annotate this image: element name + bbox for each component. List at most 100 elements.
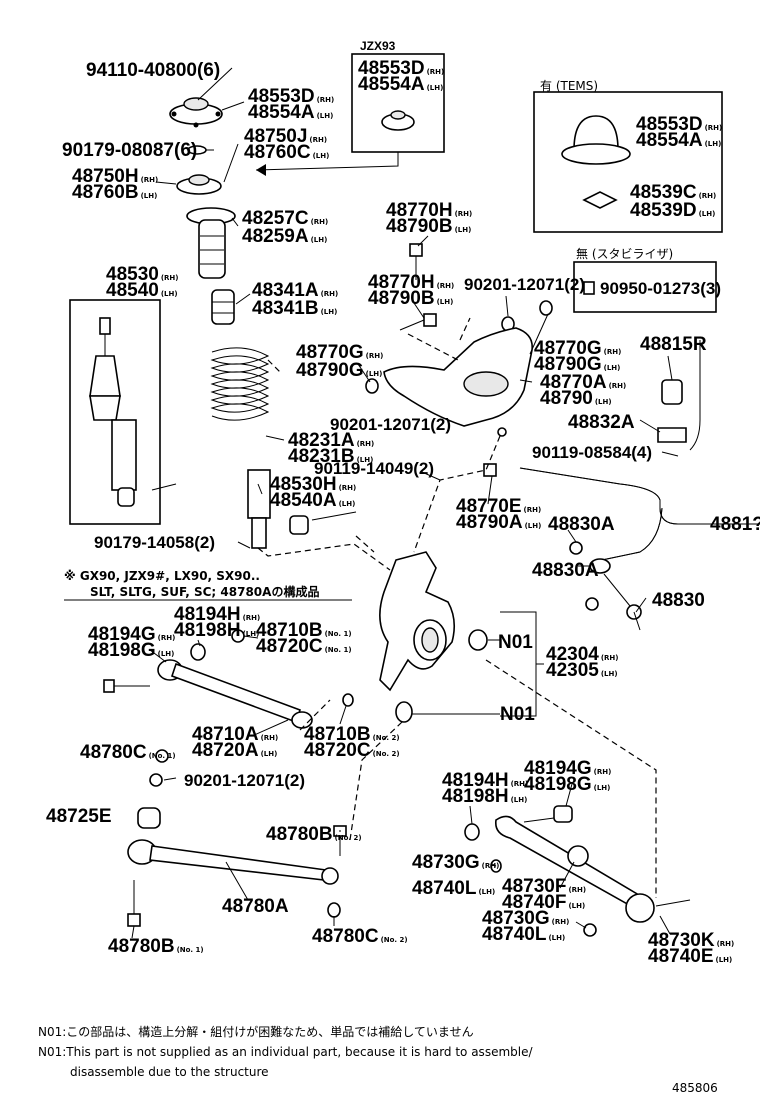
label-tems: 有 (TEMS) xyxy=(540,79,598,93)
rear-arm-bolt-2-part xyxy=(655,899,691,907)
lower-arm-no2-part xyxy=(494,815,655,923)
strut-rod-part xyxy=(127,839,339,885)
label-48554a-jzx: 48554A(LH) xyxy=(358,74,443,95)
upper-arm-bolt-upper xyxy=(409,243,423,280)
label-90201-12071-b: 90201-12071(2) xyxy=(330,415,451,434)
label-48231a: 48231A(RH) xyxy=(288,430,374,451)
label-48341b: 48341B(LH) xyxy=(252,298,337,319)
lower-arm-nut-2 xyxy=(342,693,354,707)
label-48760c: 48760C(LH) xyxy=(244,142,329,163)
label-48710b-no1: 48710B(No. 1) xyxy=(256,620,352,641)
label-48730f: 48730F(RH) xyxy=(502,876,586,897)
no-stab-bolt-part xyxy=(583,281,595,295)
stabilizer-bushing-part xyxy=(661,379,683,405)
steering-knuckle-part xyxy=(379,551,456,692)
assembly-dashed-lines xyxy=(257,317,657,898)
label-48815r: 48815R xyxy=(640,334,707,355)
label-48553d-a: 48553D(RH) xyxy=(248,86,334,107)
label-90179-08087-6: 90179-08087(6) xyxy=(62,140,197,161)
svg-text:SLT, SLTG, SUF, SC; 48780Aの構成品: SLT, SLTG, SUF, SC; 48780Aの構成品 xyxy=(90,584,319,599)
inset-arrow xyxy=(255,152,399,171)
ball-joint-nut-part xyxy=(483,463,497,477)
label-90950-01273-3: 90950-01273(3) xyxy=(600,279,721,298)
strut-bushing-part xyxy=(289,515,309,535)
label-48194g-b: 48194G(RH) xyxy=(524,758,611,779)
label-48770e: 48770E(RH) xyxy=(456,496,541,517)
tems-bracket-part xyxy=(582,191,618,209)
label-48257c: 48257C(RH) xyxy=(242,208,328,229)
label-48730g-b: 48730G(RH) xyxy=(482,908,569,929)
label-90119-14049-2: 90119-14049(2) xyxy=(314,459,434,478)
label-48341a: 48341A(RH) xyxy=(252,280,338,301)
label-48530h: 48530H(RH) xyxy=(270,474,356,495)
label-94110-40800-6: 94110-40800(6) xyxy=(86,60,220,81)
label-48760b: 48760B(LH) xyxy=(72,182,157,203)
label-48720a: 48720A(LH) xyxy=(192,740,277,761)
link-nut-2 xyxy=(585,597,599,611)
label-48830a-b: 48830A xyxy=(532,560,599,581)
label-48194h-a: 48194H(RH) xyxy=(174,604,260,625)
label-48720c-no1: 48720C(No. 1) xyxy=(256,636,352,657)
footnote-jp: N01:この部品は、構造上分解・組付けが困難なため、単品では補給していません xyxy=(38,1024,474,1039)
label-48554a-tems: 48554A(LH) xyxy=(636,130,721,151)
label-48730k: 48730K(RH) xyxy=(648,930,734,951)
label-48710a: 48710A(RH) xyxy=(192,724,278,745)
label-48740l-b: 48740L(LH) xyxy=(482,924,565,945)
upper-arm-bolt-lower xyxy=(399,313,437,331)
part-number-labels: 94110-40800(6) 48553D(RH) 48554A(LH) 901… xyxy=(46,39,760,967)
label-48750j: 48750J(RH) xyxy=(244,126,327,147)
spring-insulator-part xyxy=(186,207,236,279)
upper-control-arm-part xyxy=(383,327,533,437)
label-48830a-a: 48830A xyxy=(548,514,615,535)
label-48790a: 48790A(LH) xyxy=(456,512,541,533)
label-jzx93: JZX93 xyxy=(360,39,396,53)
label-48198h-b: 48198H(LH) xyxy=(442,786,527,807)
label-48198h-a: 48198H(LH) xyxy=(174,620,259,641)
label-48720c-no2: 48720C(No. 2) xyxy=(304,740,400,761)
knuckle-bushing-n01-upper xyxy=(468,629,488,651)
label-48780c-no1: 48780C(No. 1) xyxy=(80,742,176,763)
label-48770a: 48770A(RH) xyxy=(540,372,626,393)
label-48194h-b: 48194H(RH) xyxy=(442,770,528,791)
link-nut-1 xyxy=(569,541,583,555)
label-48553d-tems: 48553D(RH) xyxy=(636,114,722,135)
label-48259a: 48259A(LH) xyxy=(242,226,327,247)
tems-actuator-part xyxy=(561,115,631,165)
label-n01-a: N01 xyxy=(498,632,533,653)
tems-inset-frame xyxy=(533,91,723,233)
model-note: ※ GX90, JZX9#, LX90, SX90.. SLT, SLTG, S… xyxy=(64,569,352,601)
coil-spring-part xyxy=(210,347,270,421)
stabilizer-rod-part xyxy=(689,340,701,451)
label-48790: 48790(LH) xyxy=(540,388,612,409)
label-48730g-a: 48730G(RH) xyxy=(412,852,499,873)
label-48530: 48530(RH) xyxy=(106,264,179,285)
label-48780a: 48780A xyxy=(222,896,289,917)
footnote-en-2: disassemble due to the structure xyxy=(70,1065,269,1079)
lower-arm-bolt-part xyxy=(103,679,150,693)
label-42304: 42304(RH) xyxy=(546,644,619,665)
stabilizer-bar-part xyxy=(519,467,760,561)
label-48710b-no2: 48710B(No. 2) xyxy=(304,724,400,745)
bump-stopper-part xyxy=(211,289,235,325)
knuckle-bushing-n01-lower xyxy=(395,701,413,723)
label-48740e: 48740E(LH) xyxy=(648,946,732,967)
n01-bracket xyxy=(412,611,544,717)
spring-upper-seat-part xyxy=(176,174,222,195)
label-90119-08584-4: 90119-08584(4) xyxy=(532,443,652,462)
label-48790b-a: 48790B(LH) xyxy=(386,216,471,237)
label-48540a: 48540A(LH) xyxy=(270,490,355,511)
main-shock-absorber-part xyxy=(247,469,271,549)
label-48539c: 48539C(RH) xyxy=(630,182,716,203)
upper-arm-nut-3 xyxy=(365,378,379,394)
label-48194g-a: 48194G(RH) xyxy=(88,624,175,645)
label-no-stabilizer: 無 (スタビライザ) xyxy=(576,246,673,261)
label-48540: 48540(LH) xyxy=(106,280,178,301)
stabilizer-link-part xyxy=(589,558,642,631)
inset-arrow-head xyxy=(256,164,266,176)
rear-arm-bolt-part xyxy=(523,805,573,823)
label-48553d-jzx: 48553D(RH) xyxy=(358,58,444,79)
leader-lines xyxy=(131,67,679,939)
rear-arm-nut-2 xyxy=(583,923,597,937)
